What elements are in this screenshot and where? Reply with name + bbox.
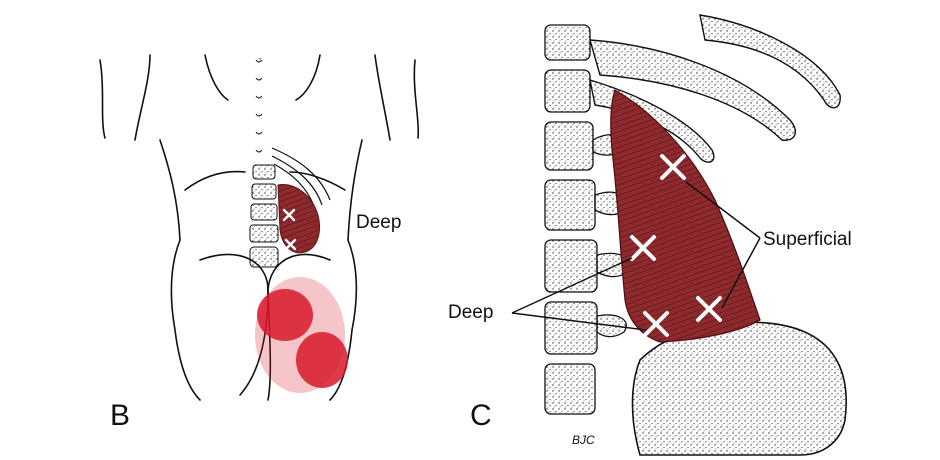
panel-c-letter: C [470,399,492,432]
lumbar-spine [249,164,279,268]
panel-b: · [99,51,420,432]
referred-pain-pattern [255,277,348,393]
quadratus-lumborum-muscle [277,184,320,254]
vertebral-column [544,24,631,415]
superficial-label: Superficial [763,229,852,250]
spine-vertebrae: · [255,51,263,153]
trigger-point-marks-c [630,154,722,337]
back-body-outline [99,54,420,401]
panel-b-deep-label: Deep [356,212,401,233]
quadratus-lumborum-muscle-c [610,89,761,343]
panel-c-deep-label: Deep [448,302,493,323]
panel-c: Superficial Deep C BJC [448,14,852,456]
svg-text:·: · [258,51,262,65]
leader-lines [511,181,761,331]
panel-b-letter: B [110,399,130,432]
trigger-point-marks-b [282,208,297,251]
illustrator-signature: BJC [572,433,595,447]
